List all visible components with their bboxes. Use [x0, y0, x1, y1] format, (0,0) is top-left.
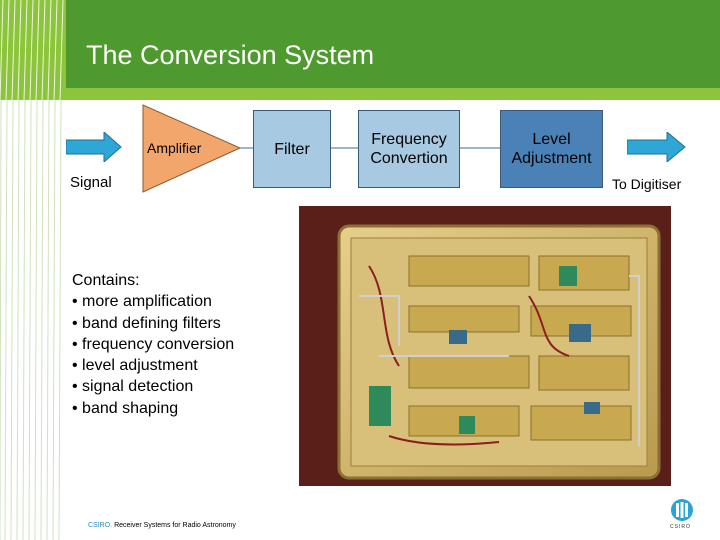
list-item: • frequency conversion [72, 335, 235, 353]
output-arrow [627, 132, 686, 162]
connector-amp-filter [240, 147, 254, 149]
level-label: Level Adjustment [511, 131, 592, 167]
connector-filter-freq [329, 147, 358, 149]
title-band [66, 0, 720, 88]
csiro-logo-icon [671, 499, 693, 521]
list-item: • more amplification [72, 293, 212, 311]
filter-label: Filter [274, 140, 310, 158]
signal-label: Signal [70, 174, 112, 191]
input-arrow [66, 132, 122, 162]
amplifier-label: Amplifier [147, 140, 202, 156]
hardware-photo [299, 206, 671, 486]
frequency-label: Frequency Convertion [370, 131, 448, 167]
list-item: • band defining filters [72, 314, 221, 332]
slide-title: The Conversion System [86, 40, 375, 70]
slide-header [0, 0, 720, 100]
output-label: To Digitiser [612, 176, 682, 192]
logo-text: CSIRO [670, 524, 691, 530]
footer: CSIRO. Receiver Systems for Radio Astron… [88, 522, 236, 529]
contains-heading: Contains: [72, 272, 140, 289]
connector-freq-level [458, 147, 500, 149]
level-adjustment-block: Level Adjustment [500, 110, 603, 188]
list-item: • band shaping [72, 399, 179, 417]
footer-text: Receiver Systems for Radio Astronomy [114, 522, 236, 529]
header-stripes [0, 0, 64, 100]
list-item: • signal detection [72, 378, 194, 396]
footer-org: CSIRO. [88, 522, 113, 529]
amplifier-triangle [142, 104, 242, 193]
list-item: • level adjustment [72, 357, 198, 375]
frequency-conversion-block: Frequency Convertion [358, 110, 460, 188]
hardware-illustration [299, 206, 671, 486]
side-stripes [0, 100, 62, 540]
contains-list: Contains: • more amplification • band de… [72, 270, 234, 419]
filter-block: Filter [253, 110, 331, 188]
